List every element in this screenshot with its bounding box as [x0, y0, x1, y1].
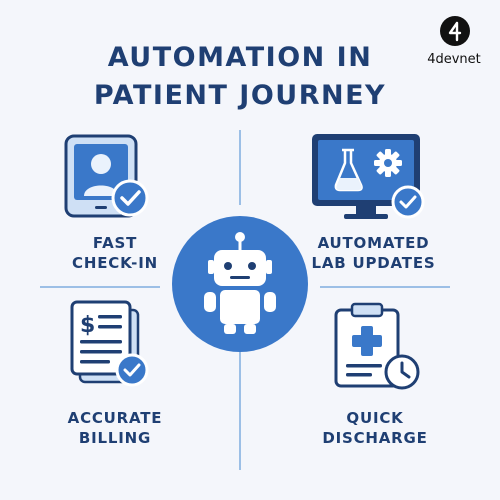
label-check-in-line2: CHECK-IN — [72, 254, 158, 272]
label-check-in: FAST CHECK-IN — [40, 233, 190, 273]
label-discharge: QUICK DISCHARGE — [300, 408, 450, 448]
brand-name: 4devnet — [427, 52, 481, 67]
bill-dollar-check-icon: $ — [68, 298, 158, 390]
tablet-user-check-icon — [62, 132, 152, 222]
label-check-in-line1: FAST — [92, 234, 138, 252]
robot-icon — [170, 214, 310, 354]
label-billing: ACCURATE BILLING — [40, 408, 190, 448]
label-discharge-line1: QUICK — [346, 409, 404, 427]
brand-logo: 4devnet — [414, 16, 494, 76]
label-billing-line2: BILLING — [78, 429, 152, 447]
clipboard-cross-clock-icon — [330, 302, 426, 394]
label-discharge-line2: DISCHARGE — [322, 429, 428, 447]
title-line-1: AUTOMATION IN — [107, 42, 373, 73]
title-line-2: PATIENT JOURNEY — [93, 80, 387, 111]
label-lab-updates: AUTOMATED LAB UPDATES — [296, 233, 451, 273]
label-billing-line1: ACCURATE — [67, 409, 163, 427]
monitor-flask-gear-icon — [308, 130, 428, 222]
label-lab-updates-line1: AUTOMATED — [317, 234, 430, 252]
label-lab-updates-line2: LAB UPDATES — [311, 254, 436, 272]
brand-badge-icon — [440, 16, 470, 46]
svg-text:$: $ — [80, 313, 95, 338]
